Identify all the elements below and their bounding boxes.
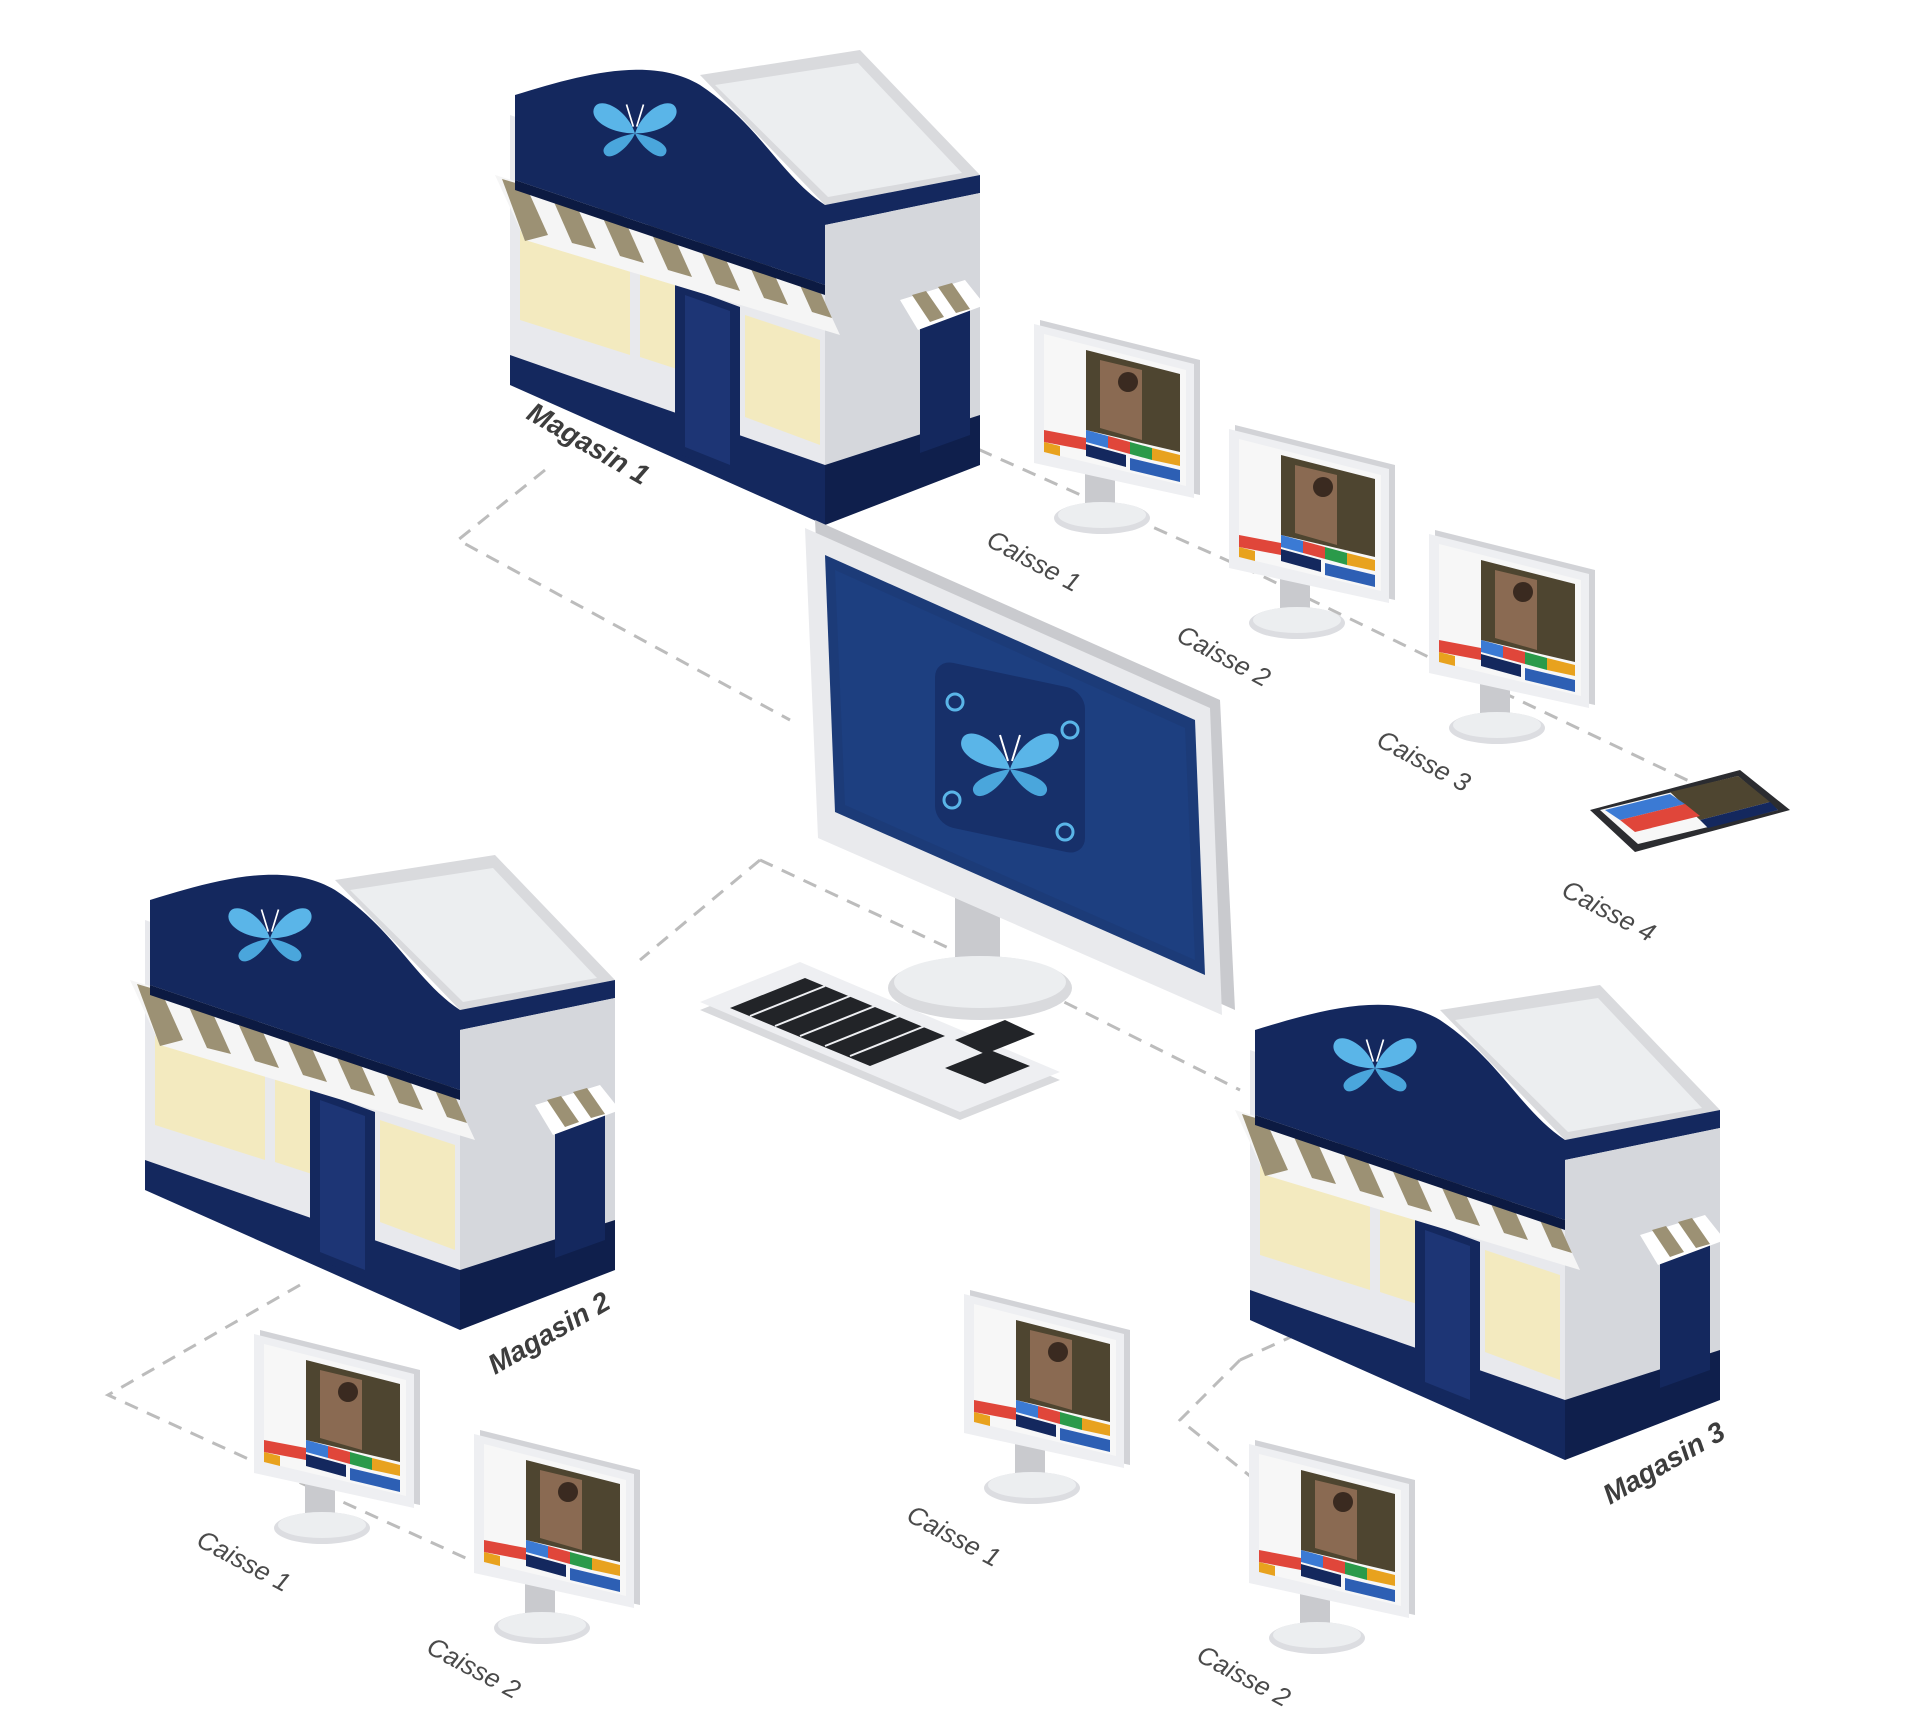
s2-caisse-2-label: Caisse 2 — [422, 1631, 526, 1705]
app-icon — [935, 662, 1085, 853]
s1-caisse-3-terminal — [1429, 530, 1595, 744]
central-server-monitor — [805, 520, 1235, 1020]
keyboard — [700, 962, 1060, 1120]
store-magasin-2 — [130, 855, 620, 1330]
s3-caisse-1-label: Caisse 1 — [902, 1499, 1005, 1573]
s3-caisse-2-terminal — [1249, 1440, 1415, 1654]
s1-caisse-4-tablet — [1590, 770, 1790, 852]
s1-caisse-4-label: Caisse 4 — [1557, 874, 1660, 948]
store-magasin-3 — [1235, 985, 1725, 1460]
s3-caisse-2-label: Caisse 2 — [1192, 1639, 1296, 1713]
s3-caisse-1-terminal — [964, 1290, 1130, 1504]
s2-caisse-2-terminal — [474, 1430, 640, 1644]
s1-caisse-1-terminal — [1034, 320, 1200, 534]
s1-caisse-2-terminal — [1229, 425, 1395, 639]
s2-caisse-1-terminal — [254, 1330, 420, 1544]
store-magasin-1 — [495, 50, 985, 525]
s1-caisse-1-label: Caisse 1 — [982, 524, 1085, 598]
